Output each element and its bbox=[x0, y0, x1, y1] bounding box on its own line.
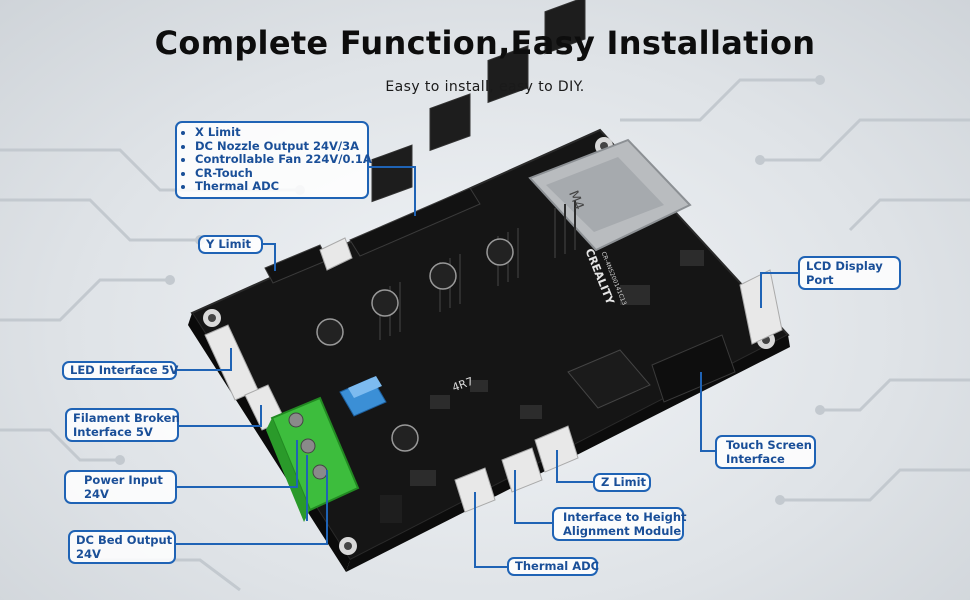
leader-line bbox=[556, 481, 594, 483]
page-title: Complete Function,Easy Installation bbox=[154, 24, 816, 62]
callout-lcd-line1: LCD Display bbox=[806, 259, 883, 273]
callout-thermal-adc-label: Thermal ADC bbox=[515, 559, 600, 573]
smd-components bbox=[380, 250, 704, 523]
callout-y-limit: Y Limit bbox=[198, 235, 263, 254]
callout-power-line2: 24V bbox=[84, 486, 109, 501]
leader-line bbox=[474, 492, 476, 568]
callout-thermal-adc-top: Thermal ADC bbox=[195, 179, 361, 194]
screw-terminal bbox=[266, 396, 360, 522]
callout-filament-line2: Interface 5V bbox=[73, 424, 153, 439]
leader-line bbox=[474, 566, 508, 568]
blade-fuse bbox=[339, 376, 387, 417]
circuit-traces bbox=[0, 78, 970, 592]
callout-touch-screen: Touch Screen Interface bbox=[715, 435, 816, 469]
callout-power-input: Power Input 24V bbox=[64, 470, 177, 504]
callout-dc-nozzle: DC Nozzle Output 24V/3A bbox=[195, 139, 361, 154]
leader-line bbox=[414, 166, 416, 216]
callout-thermal-adc: Thermal ADC bbox=[507, 557, 600, 576]
callout-filament-broken: Filament Broken Interface 5V bbox=[65, 408, 180, 442]
leader-line bbox=[262, 243, 276, 245]
callout-nozzle-group: X Limit DC Nozzle Output 24V/3A Controll… bbox=[175, 121, 372, 199]
leader-line bbox=[296, 440, 298, 488]
leader-line bbox=[368, 166, 416, 168]
leader-line bbox=[760, 272, 800, 274]
callout-z-limit-label: Z Limit bbox=[601, 475, 647, 489]
capacitors bbox=[316, 238, 514, 452]
leader-line bbox=[700, 372, 702, 452]
mcu-chip bbox=[567, 349, 651, 409]
callout-x-limit: X Limit bbox=[195, 125, 361, 140]
callout-dc-bed-output: DC Bed Output 24V bbox=[68, 530, 176, 564]
callout-height-line1: Interface to Height bbox=[563, 510, 687, 524]
leader-line bbox=[178, 425, 262, 427]
leader-line bbox=[176, 369, 232, 371]
callout-touch-line1: Touch Screen bbox=[726, 438, 812, 452]
leader-line bbox=[176, 486, 298, 488]
callout-filament-line1: Filament Broken bbox=[73, 411, 180, 425]
leader-line bbox=[326, 470, 328, 545]
callout-z-limit: Z Limit bbox=[593, 473, 651, 492]
leader-line bbox=[556, 450, 558, 483]
callout-cr-touch: CR-Touch bbox=[195, 166, 361, 181]
callout-lcd-display: LCD Display Port bbox=[798, 256, 901, 290]
leader-line bbox=[230, 348, 232, 371]
leader-line bbox=[260, 405, 262, 427]
leader-line bbox=[700, 450, 716, 452]
page-subtitle: Easy to install, easy to DIY. bbox=[385, 79, 585, 95]
callout-fan: Controllable Fan 224V/0.1A bbox=[195, 152, 372, 167]
callout-lcd-line2: Port bbox=[806, 272, 834, 287]
leader-line bbox=[306, 455, 308, 521]
callout-bed-line1: DC Bed Output bbox=[76, 533, 173, 547]
callout-power-line1: Power Input bbox=[84, 473, 163, 487]
callout-y-limit-label: Y Limit bbox=[206, 237, 252, 251]
callout-height-alignment: Interface to Height Alignment Module bbox=[552, 507, 687, 541]
callout-height-line2: Alignment Module bbox=[563, 523, 682, 538]
leader-line bbox=[176, 543, 328, 545]
callout-bed-line2: 24V bbox=[76, 546, 101, 561]
leader-line bbox=[274, 243, 276, 271]
leader-line bbox=[760, 272, 762, 308]
leader-line bbox=[514, 522, 552, 524]
callout-led-interface: LED Interface 5V bbox=[62, 361, 179, 380]
leader-line bbox=[514, 470, 516, 524]
callout-led-label: LED Interface 5V bbox=[70, 363, 179, 377]
callout-touch-line2: Interface bbox=[726, 451, 785, 466]
